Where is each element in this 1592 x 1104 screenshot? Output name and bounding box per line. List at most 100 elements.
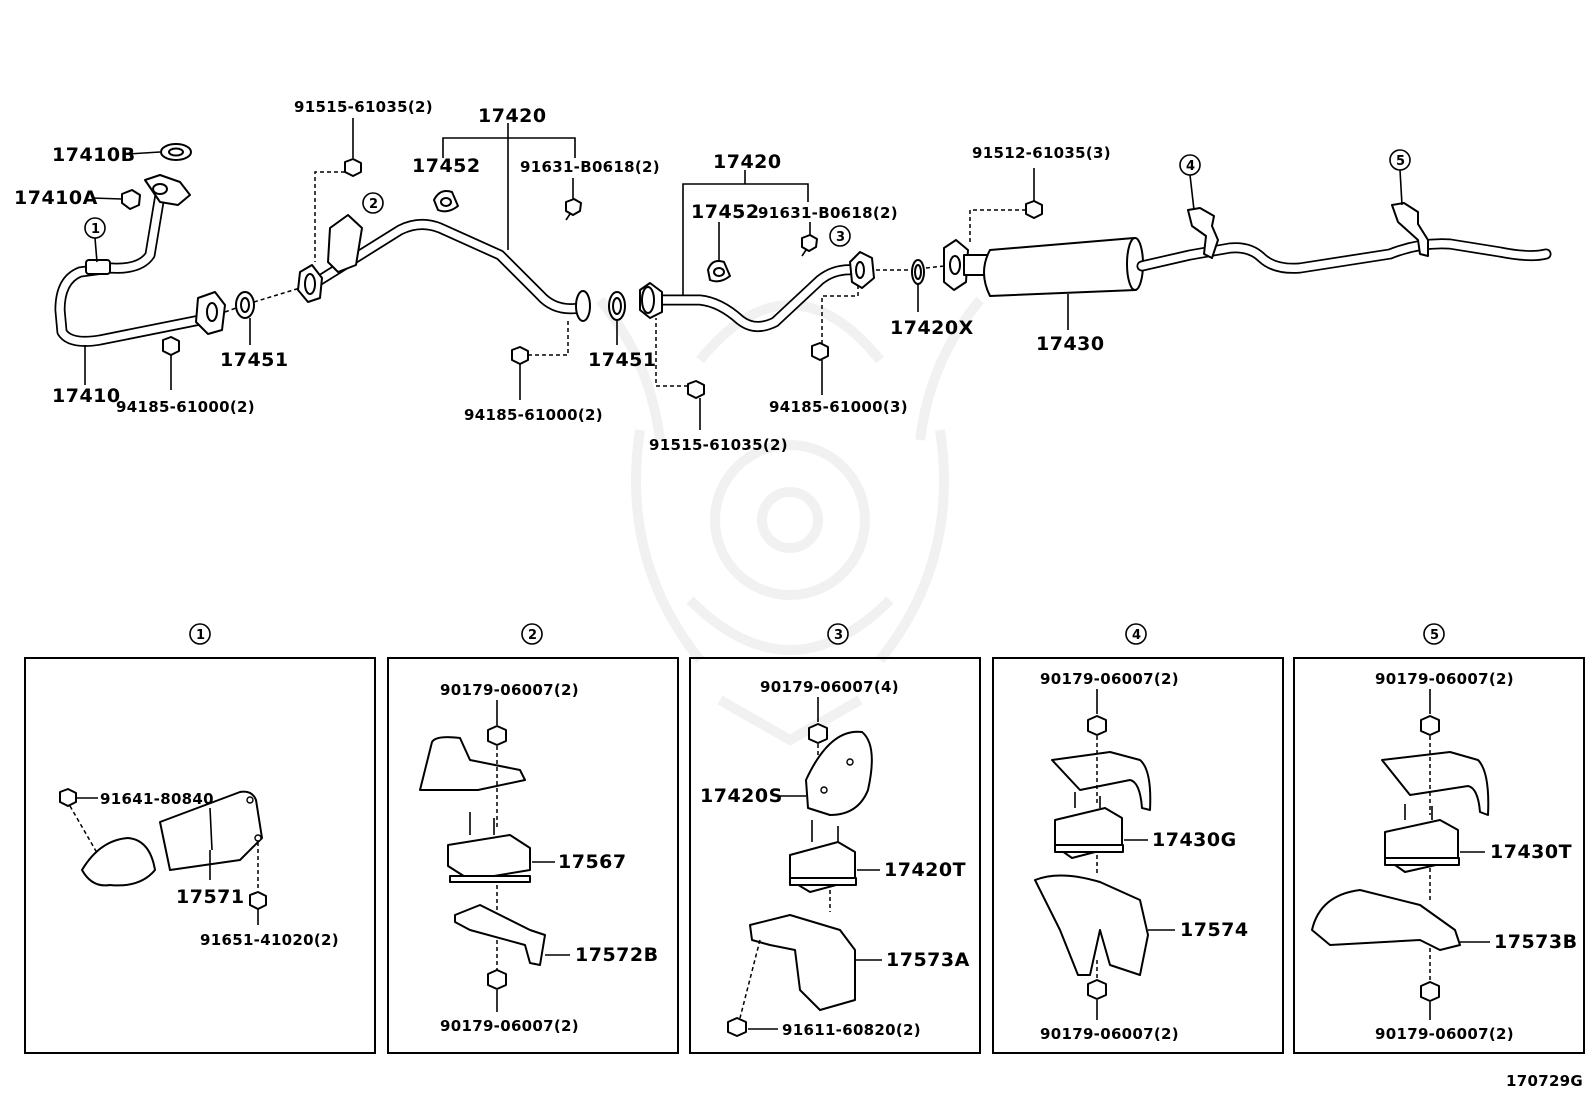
svg-text:90179-06007(2): 90179-06007(2) bbox=[440, 681, 579, 699]
svg-text:91651-41020(2): 91651-41020(2) bbox=[200, 931, 339, 949]
bracket-frame-5[interactable] bbox=[1381, 751, 1490, 816]
svg-text:17567: 17567 bbox=[558, 851, 627, 873]
svg-text:17572B: 17572B bbox=[575, 944, 659, 966]
center-pipe-17420-rear[interactable] bbox=[639, 251, 875, 332]
plate-17420S[interactable] bbox=[780, 730, 873, 816]
bolt-91631-B0618-front[interactable] bbox=[565, 178, 582, 221]
bracket-17420b bbox=[682, 183, 809, 202]
bracket-frame-2[interactable] bbox=[419, 736, 526, 791]
bolt-91631-B0618-rear[interactable] bbox=[801, 222, 818, 257]
svg-text:4: 4 bbox=[1186, 159, 1195, 174]
clamp-17452-front[interactable] bbox=[433, 190, 459, 213]
label-91631-B0618-2b: 91631-B0618(2) bbox=[758, 204, 898, 222]
nut-90179-06007-3[interactable] bbox=[808, 723, 828, 744]
mount-17567[interactable] bbox=[447, 812, 555, 883]
svg-text:90179-06007(4): 90179-06007(4) bbox=[760, 678, 899, 696]
front-exhaust-pipe-17410[interactable] bbox=[54, 174, 226, 347]
hanger-5[interactable] bbox=[1391, 202, 1429, 257]
svg-text:90179-06007(2): 90179-06007(2) bbox=[1375, 670, 1514, 688]
svg-text:5: 5 bbox=[1396, 154, 1405, 169]
mount-17420T[interactable] bbox=[789, 820, 880, 893]
bolt-91611-60820[interactable] bbox=[727, 1017, 778, 1037]
svg-text:2: 2 bbox=[528, 628, 537, 643]
detail-panel-5: 5 90179-06007(2) 17430T 17573B 901 bbox=[1293, 623, 1585, 1054]
bolt-91641-80840[interactable] bbox=[59, 788, 101, 859]
svg-text:91611-60820(2): 91611-60820(2) bbox=[782, 1021, 921, 1039]
label-17420X: 17420X bbox=[890, 317, 974, 339]
nut-90179-06007-bottom[interactable] bbox=[487, 969, 507, 990]
label-17410B: 17410B bbox=[52, 144, 136, 166]
diagram-id: 170729G bbox=[1506, 1072, 1583, 1090]
label-17452b: 17452 bbox=[691, 201, 760, 223]
nut-90179-06007-4-bottom[interactable] bbox=[1087, 979, 1107, 1000]
bracket-frame-4[interactable] bbox=[1051, 751, 1152, 811]
nut-94185-61000-left[interactable] bbox=[162, 336, 180, 390]
gasket-17451-left[interactable] bbox=[224, 287, 301, 345]
label-94185-61000-3: 94185-61000(3) bbox=[769, 398, 908, 416]
nut-90179-06007-top[interactable] bbox=[487, 725, 507, 746]
label-17451b: 17451 bbox=[588, 349, 657, 371]
label-91515-61035-2a: 91515-61035(2) bbox=[294, 98, 433, 116]
mount-17430T[interactable] bbox=[1384, 804, 1485, 873]
svg-text:1: 1 bbox=[196, 628, 205, 643]
bracket-17573A[interactable] bbox=[749, 914, 882, 1011]
callout-4-marker[interactable]: 4 bbox=[1179, 154, 1201, 211]
nut-94185-61000-right[interactable] bbox=[811, 286, 859, 395]
bracket-17420a bbox=[442, 137, 576, 158]
svg-text:17573A: 17573A bbox=[886, 949, 970, 971]
mount-17430G[interactable] bbox=[1054, 792, 1148, 859]
gasket-17451-middle[interactable] bbox=[608, 291, 626, 345]
svg-text:90179-06007(2): 90179-06007(2) bbox=[1375, 1025, 1514, 1043]
svg-text:17430G: 17430G bbox=[1152, 829, 1237, 851]
label-94185-61000-2b: 94185-61000(2) bbox=[464, 406, 603, 424]
svg-text:3: 3 bbox=[834, 628, 843, 643]
bolt-91515-61035-upper[interactable] bbox=[314, 118, 362, 262]
label-17420b: 17420 bbox=[713, 151, 782, 173]
label-17410: 17410 bbox=[52, 385, 121, 407]
watermark-logo bbox=[596, 296, 984, 746]
svg-text:90179-06007(2): 90179-06007(2) bbox=[440, 1017, 579, 1035]
detail-panel-4: 4 90179-06007(2) 17430G 17574 9017 bbox=[992, 623, 1284, 1054]
nut-17410A[interactable] bbox=[91, 189, 141, 210]
callout-2-marker[interactable]: 2 bbox=[362, 192, 384, 214]
detail-panel-1: 1 91641-80840 17571 91651-41020(2) bbox=[24, 623, 376, 1054]
label-94185-61000-2a: 94185-61000(2) bbox=[116, 398, 255, 416]
label-17451a: 17451 bbox=[220, 349, 289, 371]
callout-1-marker[interactable]: 1 bbox=[84, 217, 106, 263]
svg-text:17571: 17571 bbox=[176, 886, 245, 908]
bracket-17572B[interactable] bbox=[454, 904, 570, 966]
callout-3-marker[interactable]: 3 bbox=[829, 225, 851, 247]
svg-text:17574: 17574 bbox=[1180, 919, 1249, 941]
bracket-17573B[interactable] bbox=[1311, 889, 1490, 951]
bolt-91512-61035[interactable] bbox=[969, 168, 1043, 245]
label-17420a: 17420 bbox=[478, 105, 547, 127]
svg-text:17420T: 17420T bbox=[884, 859, 966, 881]
nut-90179-06007-5-bottom[interactable] bbox=[1420, 981, 1440, 1002]
svg-text:90179-06007(2): 90179-06007(2) bbox=[1040, 670, 1179, 688]
nut-94185-61000-middle[interactable] bbox=[511, 318, 569, 400]
bolt-91515-61035-lower[interactable] bbox=[655, 318, 705, 430]
support-17571[interactable] bbox=[81, 790, 263, 887]
label-17430: 17430 bbox=[1036, 333, 1105, 355]
gasket-17410B[interactable] bbox=[127, 143, 192, 161]
nut-90179-06007-4-top[interactable] bbox=[1087, 715, 1107, 736]
hanger-4[interactable] bbox=[1187, 207, 1219, 259]
bracket-17574[interactable] bbox=[1034, 874, 1175, 976]
muffler-17430[interactable] bbox=[943, 237, 1552, 330]
svg-text:17420S: 17420S bbox=[700, 785, 783, 807]
svg-text:5: 5 bbox=[1430, 628, 1439, 643]
svg-text:3: 3 bbox=[836, 230, 845, 245]
svg-text:17573B: 17573B bbox=[1494, 931, 1578, 953]
clamp-17452-rear[interactable] bbox=[707, 222, 731, 283]
svg-text:90179-06007(2): 90179-06007(2) bbox=[1040, 1025, 1179, 1043]
nut-91651-41020[interactable] bbox=[249, 842, 267, 925]
center-pipe-17420-front[interactable] bbox=[297, 214, 591, 322]
detail-panel-3: 3 90179-06007(4) 17420S 17420T 17573A bbox=[689, 623, 981, 1054]
label-17452a: 17452 bbox=[412, 155, 481, 177]
callout-5-marker[interactable]: 5 bbox=[1389, 149, 1411, 206]
nut-90179-06007-5-top[interactable] bbox=[1420, 715, 1440, 736]
gasket-17420X[interactable] bbox=[876, 259, 945, 312]
svg-text:91641-80840: 91641-80840 bbox=[100, 790, 214, 808]
